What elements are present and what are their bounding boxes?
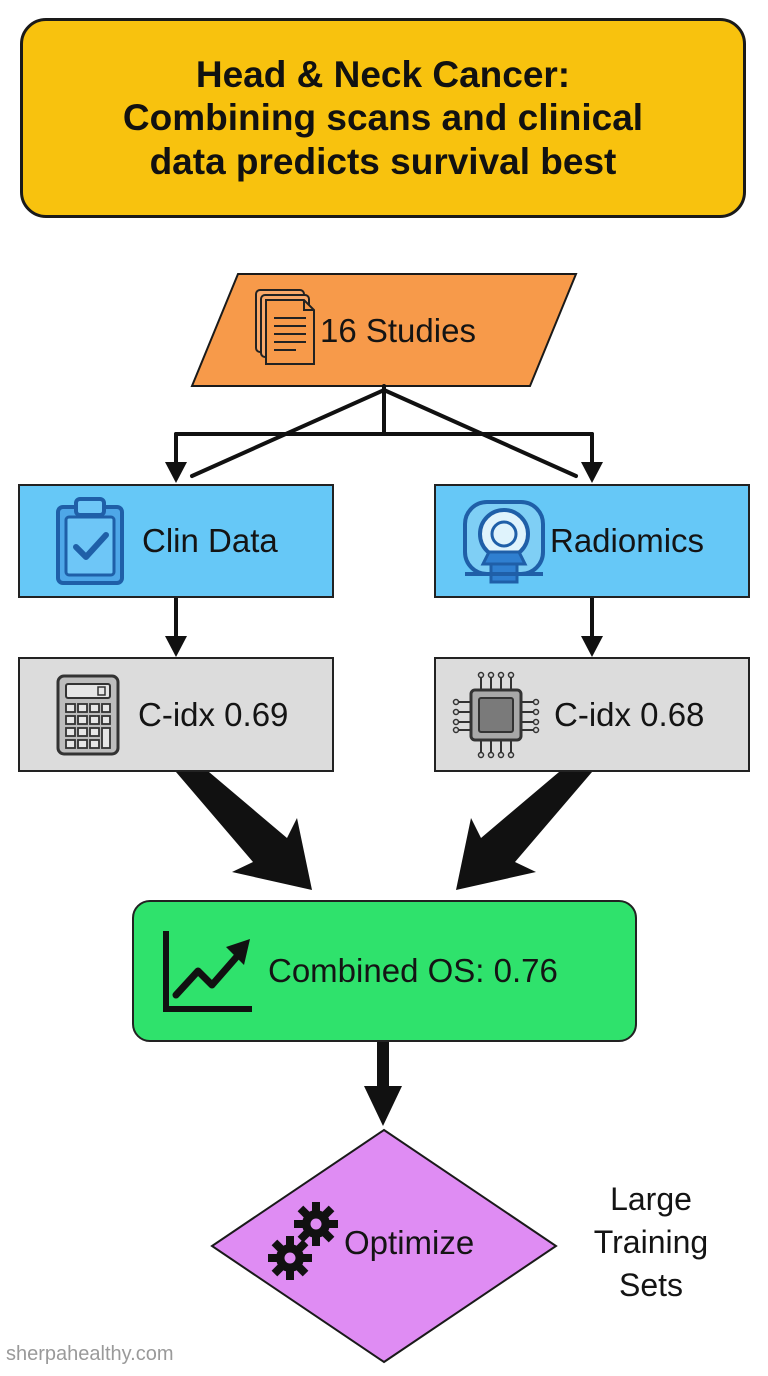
- side-note-line-2: Training: [593, 1224, 709, 1261]
- trend-up-chart-icon: [158, 921, 258, 1021]
- watermark-link[interactable]: sherpahealthy.com: [6, 1343, 174, 1365]
- title-line-2: Combining scans and clinical: [122, 97, 644, 139]
- studies-label: 16 Studies: [320, 312, 476, 349]
- documents-icon: [250, 288, 322, 374]
- title-banner: Head & Neck Cancer: Combining scans and …: [20, 18, 746, 218]
- cidx-clin-label: C-idx 0.69: [138, 695, 289, 733]
- gears-icon: [266, 1198, 346, 1288]
- combined-to-optimize-arrow: [364, 1042, 402, 1126]
- title-line-1: Head & Neck Cancer:: [195, 54, 571, 96]
- radiomics-node: Radiomics: [434, 484, 750, 598]
- mri-scanner-icon: [454, 491, 554, 591]
- large-training-sets-note: Large Training Sets: [566, 1178, 736, 1308]
- calculator-icon: [38, 665, 138, 765]
- cidx-clin-node: C-idx 0.69: [18, 657, 334, 772]
- optimize-diamond: [210, 1128, 558, 1364]
- cidx-radiomics-label: C-idx 0.68: [554, 695, 705, 733]
- clin-to-cidx-arrow: [165, 598, 187, 657]
- chip-icon: [446, 665, 546, 765]
- cidx-radiomics-node: C-idx 0.68: [434, 657, 750, 772]
- side-note-line-1: Large: [610, 1181, 692, 1217]
- side-note-line-3: Sets: [618, 1267, 684, 1304]
- combined-os-node: Combined OS: 0.76: [132, 900, 637, 1042]
- cidx-to-combined-thick-arrows: [176, 772, 592, 890]
- radiomics-to-cidx-arrow: [581, 598, 603, 657]
- radiomics-label: Radiomics: [550, 522, 705, 559]
- clin-data-label: Clin Data: [142, 522, 278, 559]
- combined-os-label: Combined OS: 0.76: [268, 952, 558, 989]
- studies-fanout-connectors: [174, 384, 594, 478]
- optimize-label: Optimize: [344, 1224, 475, 1261]
- studies-fanout-arrowheads: [165, 462, 603, 483]
- clipboard-check-icon: [40, 491, 140, 591]
- clin-data-node: Clin Data: [18, 484, 334, 598]
- title-line-3: data predicts survival best: [149, 140, 617, 182]
- title-text: Head & Neck Cancer: Combining scans and …: [99, 53, 667, 183]
